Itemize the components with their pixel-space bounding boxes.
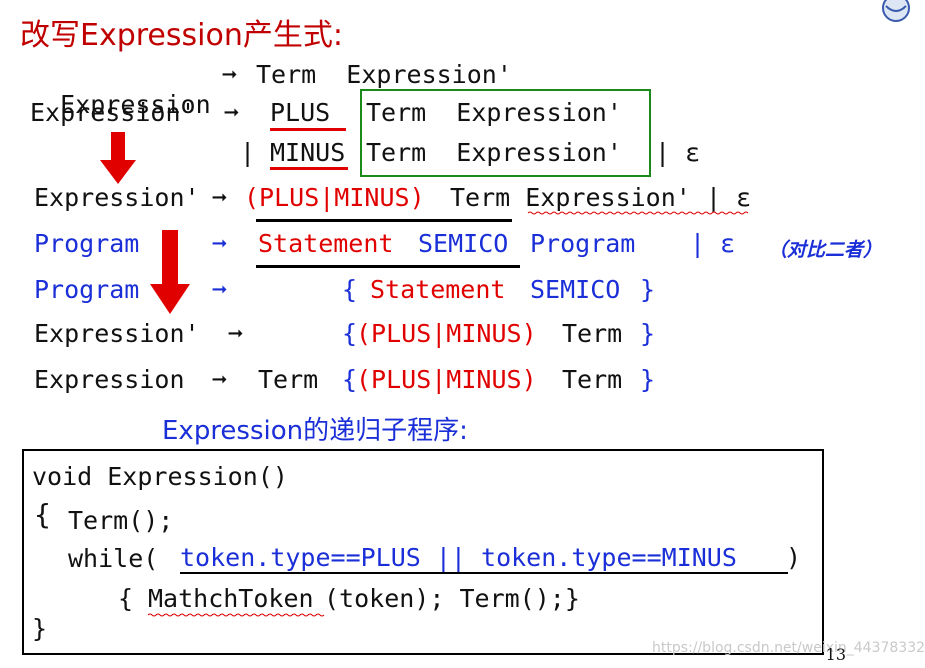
rule-5-epsilon: | ε bbox=[690, 229, 736, 258]
rule-4-epsilon: | ε bbox=[706, 183, 752, 212]
code-loop-open: { bbox=[118, 584, 149, 613]
rule-8-group: (PLUS|MINUS) bbox=[356, 365, 537, 394]
rule-1: Expression bbox=[30, 60, 211, 120]
rule-8-open: { bbox=[342, 365, 358, 394]
page-number: 13 bbox=[825, 645, 846, 664]
rule-8-close: } bbox=[640, 365, 656, 394]
common-factor-box bbox=[360, 89, 651, 177]
rule-6-open: { bbox=[342, 275, 358, 304]
rule-2-plus: PLUS bbox=[270, 98, 331, 127]
rule-7-term: Term bbox=[562, 319, 623, 348]
code-line-2: Term(); bbox=[68, 506, 174, 535]
code-close-brace: } bbox=[32, 614, 48, 643]
code-while: while( bbox=[68, 544, 159, 573]
spellcheck-squiggle bbox=[147, 613, 325, 617]
compare-note: （对比二者） bbox=[768, 239, 883, 261]
code-while-close: ) bbox=[786, 543, 802, 572]
rule-5-lhs: Program bbox=[34, 229, 140, 258]
condition-underline bbox=[180, 572, 788, 574]
rule-5-semico: SEMICO bbox=[418, 229, 509, 258]
slide-title: 改写Expression产生式: bbox=[20, 18, 343, 53]
rule-5-underline bbox=[256, 265, 520, 268]
code-box bbox=[22, 449, 824, 655]
rule-7-group: (PLUS|MINUS) bbox=[356, 319, 537, 348]
rule-1-rhs: Term Expression' bbox=[256, 60, 512, 89]
rule-4-rest: Term Expression' bbox=[450, 183, 691, 212]
watermark: https://blog.csdn.net/weixin_44378332 bbox=[652, 640, 925, 656]
rule-6-close: } bbox=[640, 275, 656, 304]
rule-7-arrow: ➞ bbox=[228, 319, 244, 348]
rule-2-rest: Term Expression' bbox=[366, 98, 622, 127]
subtitle: Expression的递归子程序: bbox=[162, 416, 468, 446]
rule-7-open: { bbox=[342, 319, 358, 348]
rule-5-statement: Statement bbox=[258, 229, 394, 258]
rule-1-lhs: Expression bbox=[60, 90, 211, 119]
rule-3-epsilon: | ε bbox=[655, 138, 701, 167]
code-loop-rest: (token); Term();} bbox=[324, 584, 580, 613]
down-arrow-icon bbox=[100, 132, 136, 184]
minus-underline bbox=[270, 167, 348, 170]
rule-8-lhs: Expression bbox=[34, 365, 185, 394]
rule-8-arrow: ➞ bbox=[212, 365, 228, 394]
code-condition: token.type==PLUS || token.type==MINUS bbox=[180, 543, 737, 572]
spellcheck-squiggle bbox=[527, 211, 749, 215]
university-logo-icon bbox=[882, 0, 910, 22]
rule-3-bar: | bbox=[240, 138, 256, 167]
rule-6-semico: SEMICO bbox=[530, 275, 621, 304]
rule-8-term: Term bbox=[258, 365, 319, 394]
down-arrow-icon bbox=[150, 230, 190, 314]
rule-4-arrow: ➞ bbox=[212, 183, 228, 212]
rule-1-arrow: ➞ bbox=[222, 60, 238, 89]
rule-6-statement: Statement bbox=[370, 275, 506, 304]
rule-2-arrow: ➞ bbox=[224, 98, 240, 127]
code-open-brace: { bbox=[34, 498, 51, 531]
rule-2-lhs: Expression' bbox=[30, 98, 196, 127]
rule-5-program: Program bbox=[530, 229, 636, 258]
rule-8-term2: Term bbox=[562, 365, 623, 394]
plus-underline bbox=[270, 128, 346, 131]
rule-4-overline bbox=[256, 219, 512, 222]
rule-4-group: (PLUS|MINUS) bbox=[244, 183, 425, 212]
rule-7-close: } bbox=[640, 319, 656, 348]
rule-6-arrow: ➞ bbox=[212, 275, 228, 304]
rule-5-arrow: ➞ bbox=[212, 229, 228, 258]
rule-7-lhs: Expression' bbox=[34, 319, 200, 348]
code-line-1: void Expression() bbox=[32, 462, 288, 491]
rule-3-rest: Term Expression' bbox=[366, 138, 622, 167]
code-match-fn: MathchToken bbox=[148, 584, 314, 613]
rule-3-minus: MINUS bbox=[270, 138, 346, 167]
rule-6-lhs: Program bbox=[34, 275, 140, 304]
rule-4-lhs: Expression' bbox=[34, 183, 200, 212]
